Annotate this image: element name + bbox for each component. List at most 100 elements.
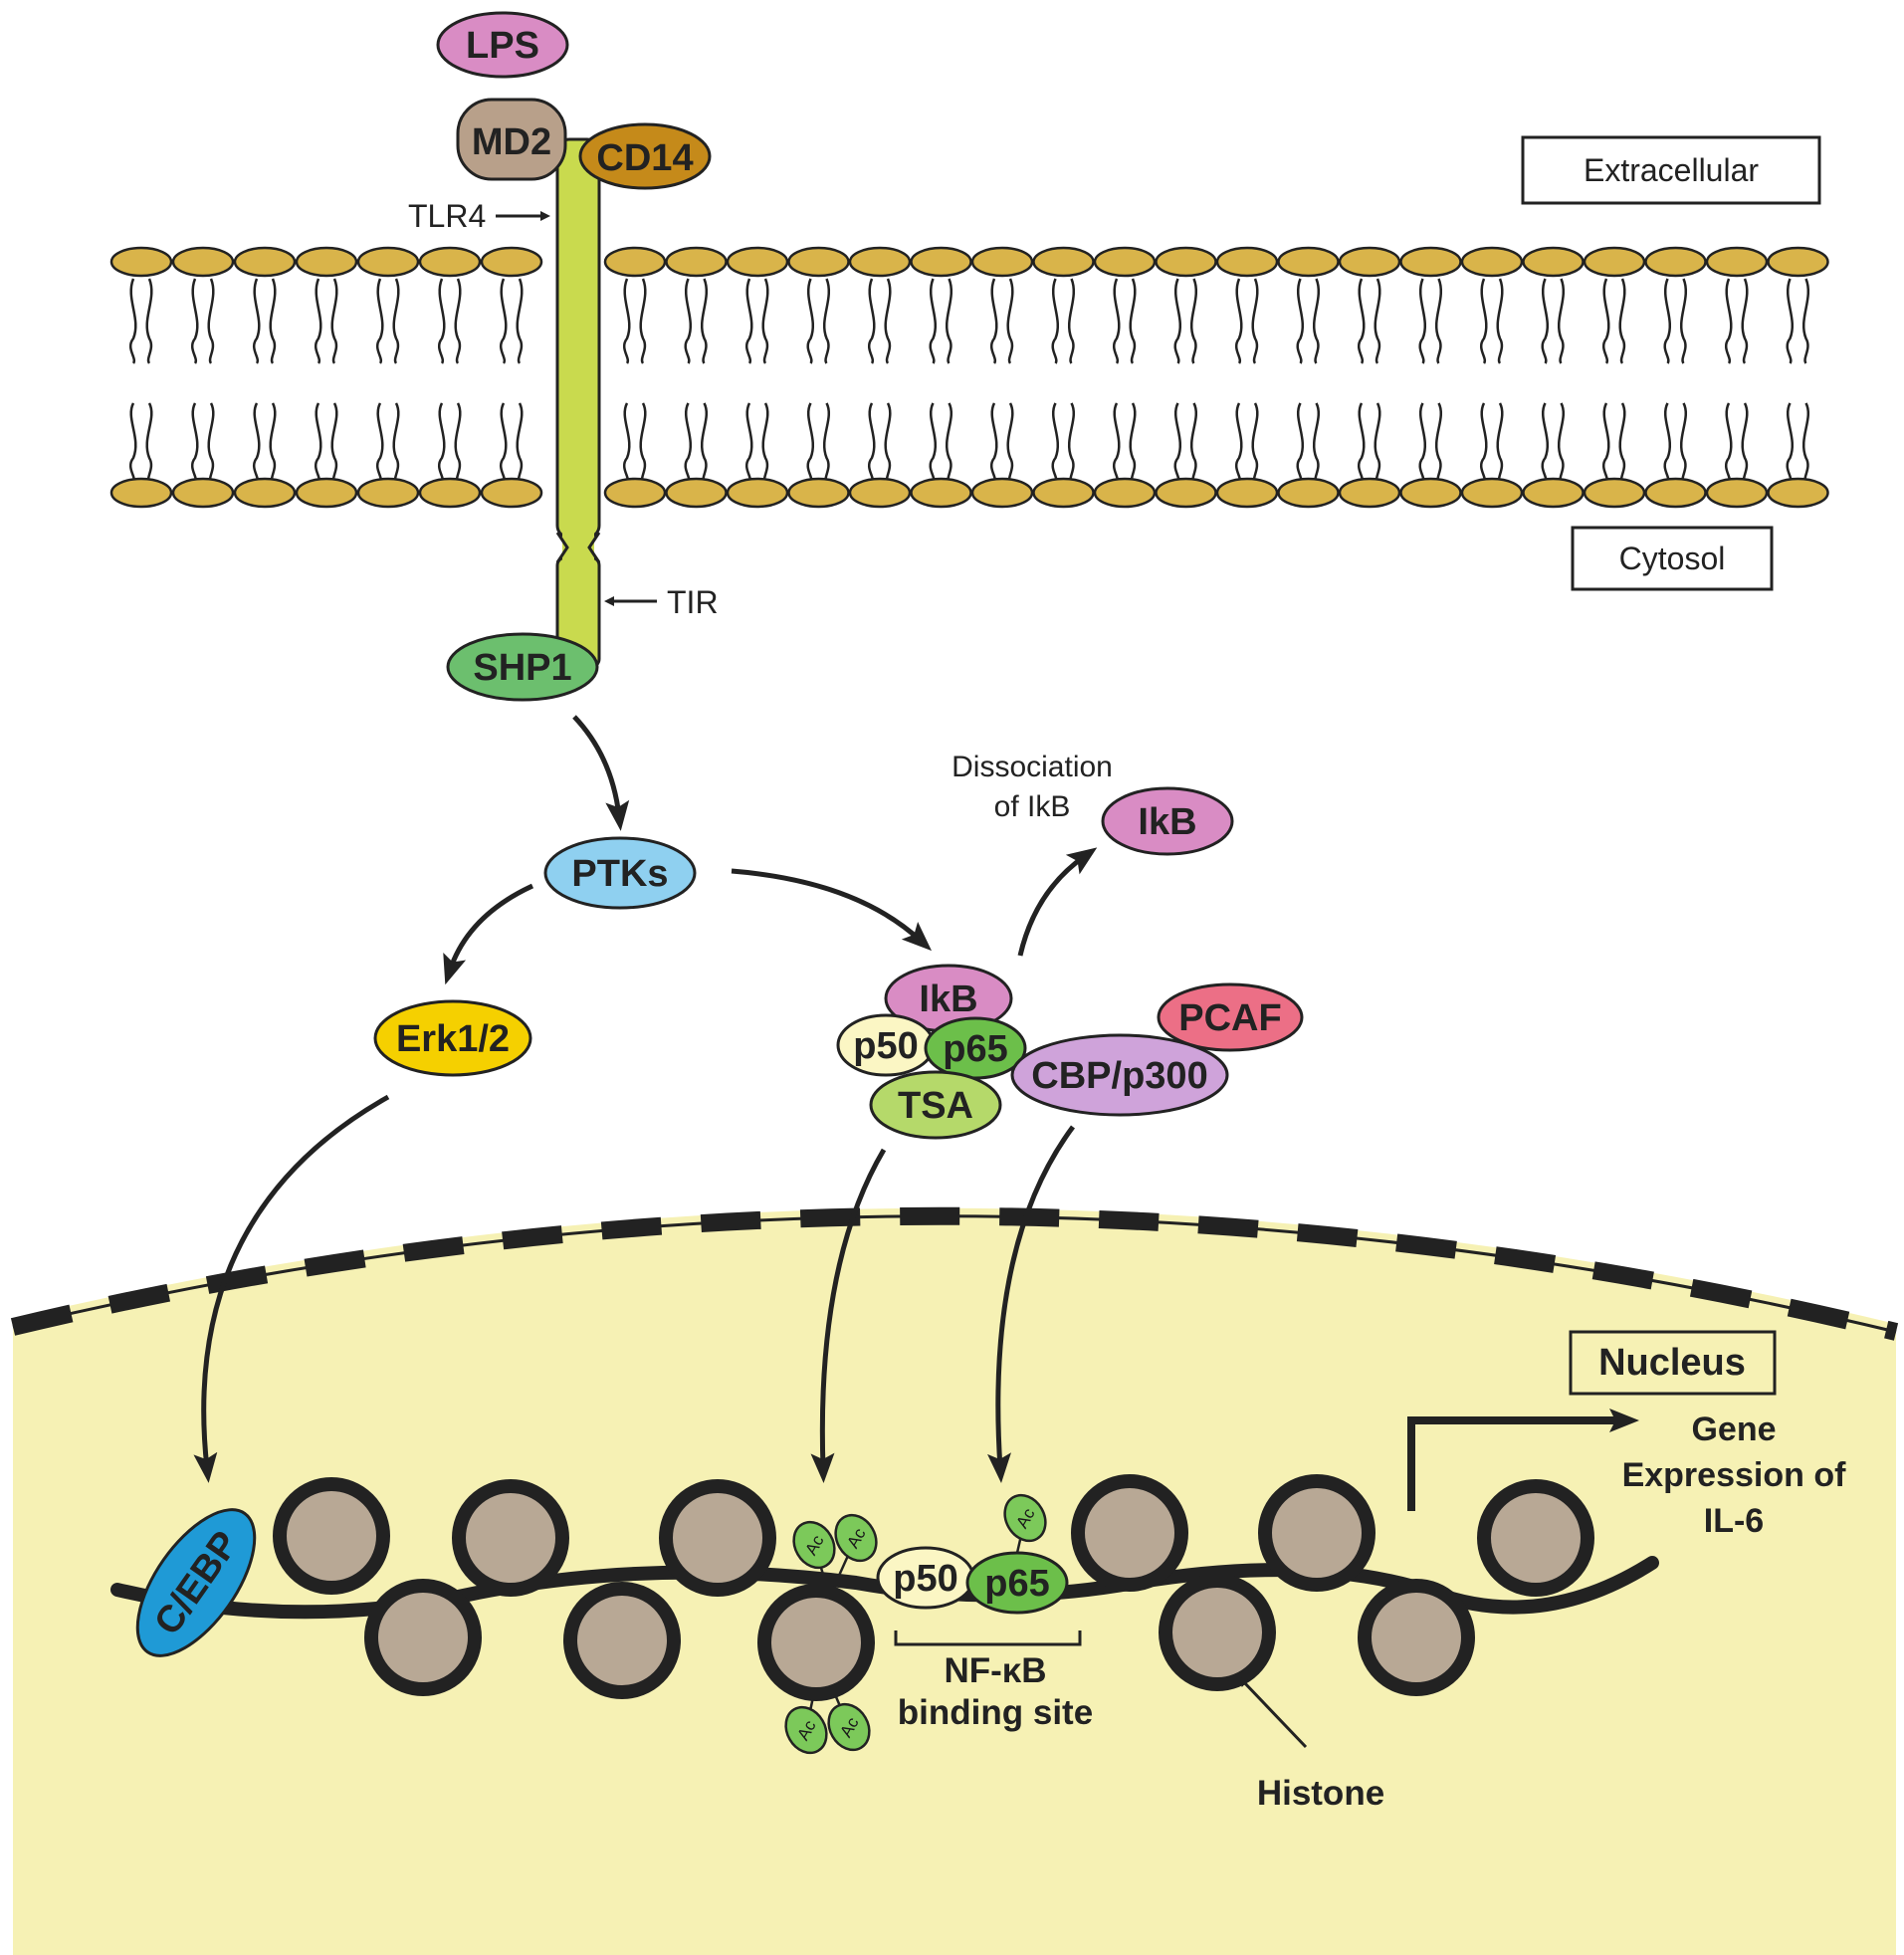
histone-octamer: [1159, 1574, 1276, 1691]
histone-octamer: [1477, 1479, 1594, 1597]
tir-label: TIR: [667, 584, 719, 620]
p50-complex-node: p50: [836, 1013, 936, 1077]
pcaf-label: PCAF: [1178, 997, 1281, 1039]
histone-octamer: [1258, 1474, 1375, 1592]
ikb-free-label: IkB: [1138, 801, 1196, 843]
lipid-bilayer: [109, 246, 1829, 509]
tlr4-label: TLR4: [408, 198, 486, 234]
cbp-p300-node: CBP/p300: [1010, 1033, 1229, 1117]
lipid-molecule: [787, 246, 850, 509]
histone-label: Histone: [1257, 1774, 1384, 1813]
lipid-molecule: [295, 246, 358, 509]
lipid-molecule: [1767, 246, 1829, 509]
lipid-molecule: [726, 246, 789, 509]
acetyl-group: Ac: [792, 1520, 836, 1579]
lipid-molecule: [665, 246, 728, 509]
lipid-molecule: [1277, 246, 1340, 509]
lipid-molecule: [1215, 246, 1279, 509]
lipid-molecule: [1155, 246, 1217, 509]
dissociation-label-line1: Dissociation: [952, 751, 1113, 783]
lipid-molecule: [1338, 246, 1401, 509]
nucleus-label: Nucleus: [1598, 1342, 1746, 1384]
acetyl-group: Ac: [1003, 1493, 1047, 1554]
gene-expression-line3: IL-6: [1704, 1502, 1764, 1540]
dissociation-label-line2: of IkB: [994, 790, 1071, 823]
extracellular-label-box: Extracellular: [1521, 135, 1821, 205]
lps-label: LPS: [466, 25, 539, 67]
p50-complex-label: p50: [853, 1025, 918, 1067]
md2-node: MD2: [456, 98, 567, 181]
arrow-cbp-to-p65: [987, 1125, 1076, 1483]
histone-octamer: [1071, 1474, 1188, 1592]
p65-dna-node: p65: [965, 1551, 1069, 1615]
lipid-molecule: [418, 246, 482, 509]
p65-complex-label: p65: [943, 1028, 1007, 1070]
lipid-molecule: [1032, 246, 1095, 509]
cbp-p300-label: CBP/p300: [1031, 1055, 1207, 1097]
histone-pointer: [1238, 1676, 1308, 1749]
p50-dna-label: p50: [893, 1558, 957, 1600]
ikb-complex-label: IkB: [919, 978, 977, 1020]
histone-group: [273, 1474, 1594, 1701]
histone-octamer: [1358, 1579, 1475, 1696]
ptks-label: PTKs: [571, 853, 668, 895]
arrow-tsa-to-histone: [810, 1148, 887, 1483]
erk-label: Erk1/2: [396, 1018, 510, 1060]
p50-dna-node: p50: [876, 1546, 975, 1610]
nfkb-binding-site-bracket: [894, 1630, 1082, 1646]
ptks-node: PTKs: [543, 836, 697, 910]
nfkb-cytosolic-complex: IkB p50 p65 TSA PCAF CBP/p300: [836, 964, 1304, 1140]
arrow-ptks-to-complex: [731, 868, 933, 952]
histone-octamer: [452, 1479, 569, 1597]
lipid-molecule: [1522, 246, 1585, 509]
histone-octamer: [757, 1584, 875, 1701]
histone-octamer: [659, 1479, 776, 1597]
lipid-molecule: [480, 246, 543, 509]
lipid-molecule: [171, 246, 235, 509]
lipid-molecule: [1583, 246, 1646, 509]
tlr4-receptor: [555, 137, 601, 669]
gene-expression-line2: Expression of: [1622, 1456, 1847, 1494]
tsa-node: TSA: [869, 1070, 1002, 1140]
md2-label: MD2: [472, 121, 551, 163]
histone-octamer: [273, 1477, 390, 1595]
lipid-molecule: [1705, 246, 1769, 509]
arrow-erk-to-cebp: [193, 1094, 390, 1483]
lipid-molecule: [1399, 246, 1462, 509]
p65-complex-node: p65: [924, 1016, 1027, 1080]
histone-octamer: [563, 1582, 681, 1699]
arrow-ikb-dissociation: [1017, 847, 1098, 957]
cd14-node: CD14: [578, 122, 712, 190]
arrow-ptks-to-erk: [443, 883, 534, 985]
acetyl-group: Ac: [784, 1691, 828, 1755]
shp1-label: SHP1: [473, 647, 571, 689]
nuclear-envelope-pores: [10, 1206, 1899, 1341]
ikb-free-node: IkB: [1101, 786, 1234, 856]
nfkb-label-line2: binding site: [898, 1693, 1093, 1732]
extracellular-label: Extracellular: [1584, 152, 1759, 188]
lps-node: LPS: [436, 11, 569, 79]
arrow-shp1-to-ptks: [572, 715, 630, 831]
erk-node: Erk1/2: [373, 999, 532, 1077]
nucleus-label-box: Nucleus: [1569, 1330, 1777, 1396]
cytosol-label-box: Cytosol: [1571, 526, 1774, 591]
lipid-molecule: [1460, 246, 1524, 509]
lipid-molecule: [1644, 246, 1707, 509]
tsa-label: TSA: [898, 1085, 973, 1127]
cd14-label: CD14: [596, 137, 693, 179]
lipid-molecule: [603, 246, 667, 509]
histone-octamer: [364, 1579, 482, 1696]
cytosol-label: Cytosol: [1619, 541, 1726, 576]
gene-expression-line1: Gene: [1691, 1411, 1776, 1448]
ikb-complex-node: IkB: [884, 964, 1013, 1033]
lipid-molecule: [970, 246, 1034, 509]
lipid-molecule: [109, 246, 173, 509]
p65-dna-label: p65: [984, 1563, 1049, 1605]
lipid-molecule: [233, 246, 297, 509]
lipid-molecule: [848, 246, 912, 509]
lipid-molecule: [1093, 246, 1157, 509]
acetyl-group: Ac: [834, 1513, 878, 1579]
shp1-node: SHP1: [446, 632, 599, 702]
